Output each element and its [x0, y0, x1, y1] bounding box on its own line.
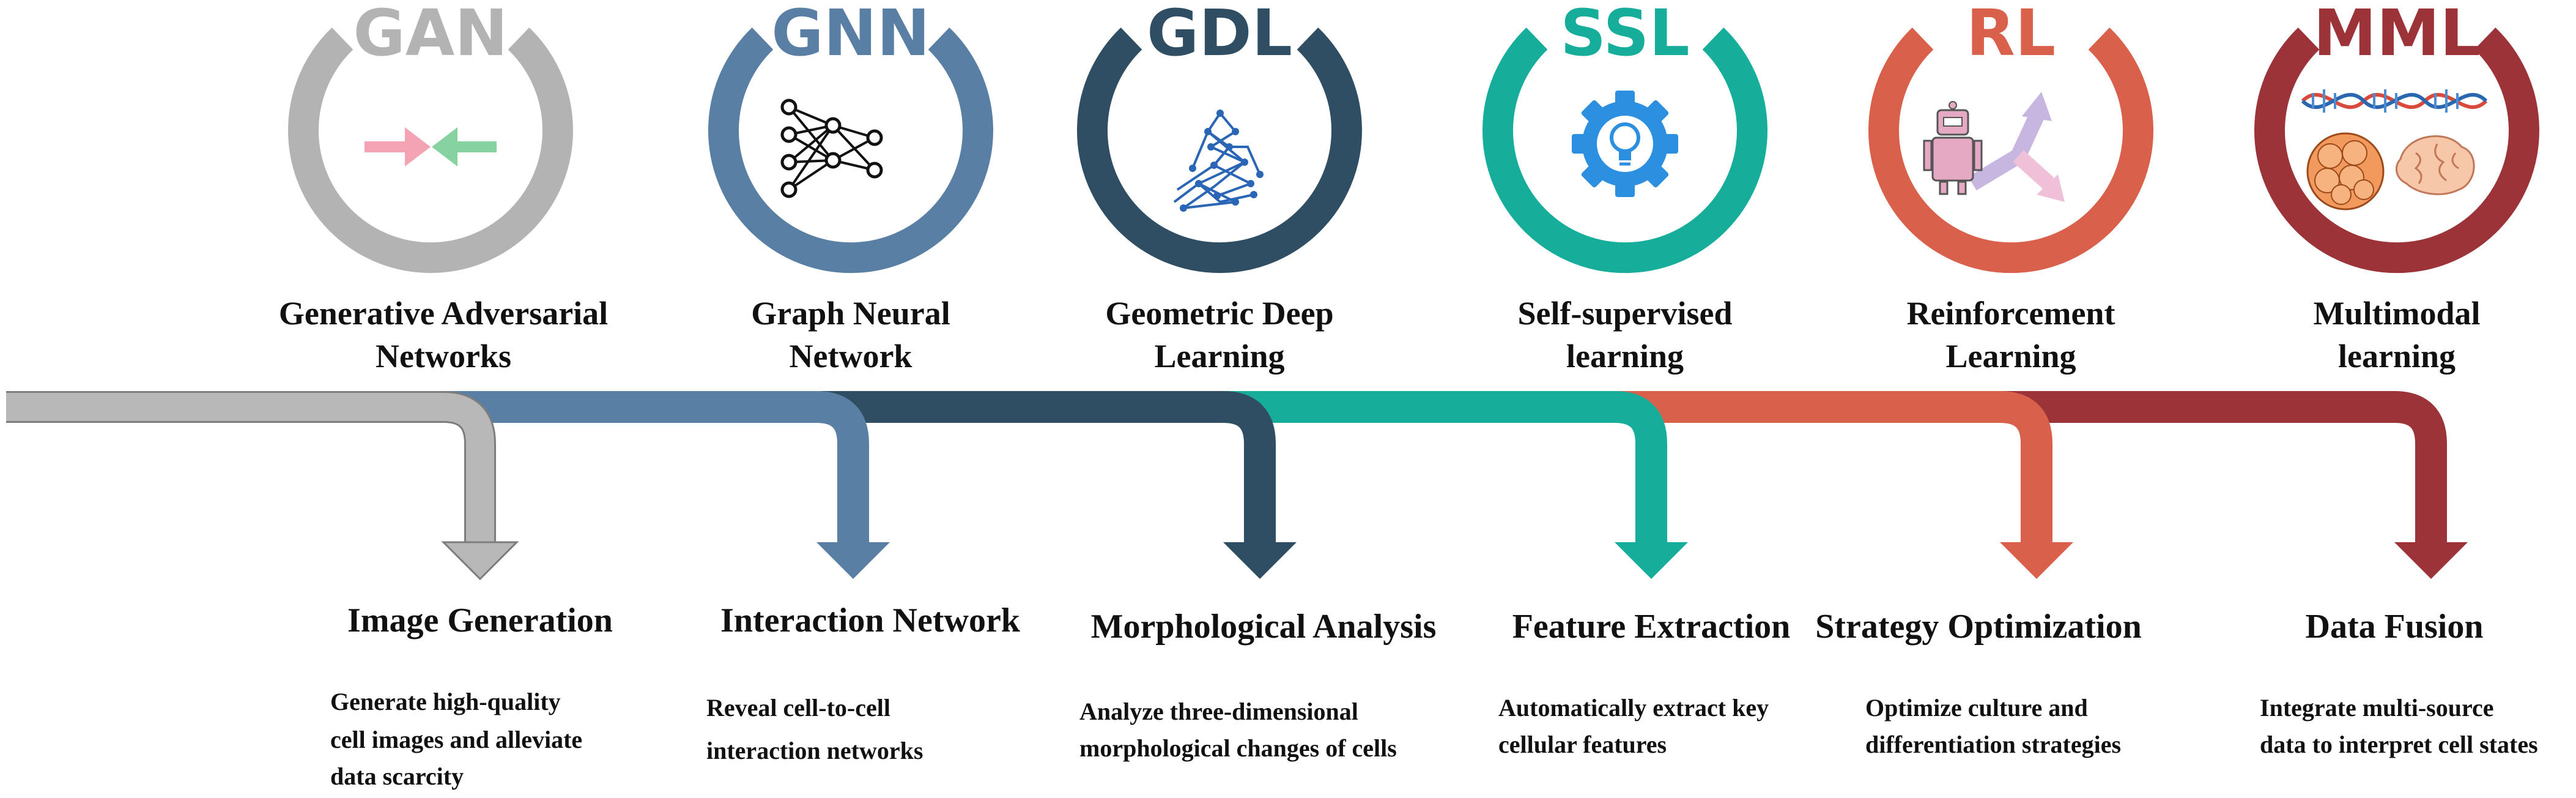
desc-line: Analyze three-dimensional — [1079, 698, 1358, 725]
band-segment-ssl — [1217, 391, 1688, 579]
mesh-graph-icon — [1173, 110, 1264, 212]
title-line: learning — [1566, 338, 1684, 375]
neural-network-icon — [780, 99, 883, 198]
heading-interaction-network: Interaction Network — [720, 602, 1021, 640]
desc-line: differentiation strategies — [1865, 731, 2121, 758]
desc-line: cellular features — [1498, 731, 1667, 758]
desc-line: Optimize culture and — [1865, 694, 2088, 722]
ring-rl: RL — [1868, 0, 2153, 274]
desc-mml: Integrate multi-source data to interpret… — [2260, 694, 2538, 758]
title-line: Multimodal — [2313, 295, 2480, 332]
ring-abbr: SSL — [1560, 0, 1689, 70]
ring-abbr: GAN — [353, 0, 508, 70]
title-line: Self-supervised — [1518, 295, 1733, 332]
ring-title-gdl: Geometric Deep Learning — [1105, 295, 1333, 375]
timeline-band — [6, 391, 2468, 581]
band-segment-gan — [6, 391, 519, 581]
gear-lightbulb-icon — [1572, 91, 1678, 197]
desc-line: Generate high-quality — [330, 688, 561, 715]
title-line: learning — [2338, 338, 2456, 375]
ring-abbr: GNN — [771, 0, 930, 70]
desc-ssl: Automatically extract key cellular featu… — [1498, 694, 1769, 758]
robot-branch-icon — [1923, 92, 2065, 202]
ring-title-gnn: Graph Neural Network — [751, 295, 950, 375]
desc-line: data to interpret cell states — [2260, 731, 2538, 758]
ring-mml: MML — [2254, 0, 2539, 274]
ring-title-rl: Reinforcement Learning — [1907, 295, 2115, 375]
dna-cell-brain-icon — [2301, 89, 2488, 211]
heading-morphological-analysis: Morphological Analysis — [1091, 608, 1437, 646]
title-line: Geometric Deep — [1105, 295, 1333, 332]
desc-line: Integrate multi-source — [2260, 694, 2494, 722]
ring-abbr: RL — [1966, 0, 2056, 70]
ring-gan: GAN — [288, 0, 573, 274]
title-line: Learning — [1154, 338, 1284, 375]
ring-title-mml: Multimodal learning — [2313, 295, 2480, 375]
desc-line: interaction networks — [706, 737, 923, 764]
ring-abbr: MML — [2313, 0, 2480, 70]
desc-line: Reveal cell-to-cell — [706, 694, 890, 722]
title-line: Learning — [1945, 338, 2076, 375]
heading-data-fusion: Data Fusion — [2306, 608, 2484, 646]
desc-line: morphological changes of cells — [1079, 734, 1397, 762]
band-segment-gnn — [428, 391, 890, 579]
desc-line: data scarcity — [330, 763, 464, 790]
band-segment-gdl — [820, 391, 1297, 579]
title-line: Networks — [376, 338, 511, 375]
ring-gnn: GNN — [708, 0, 993, 274]
ring-title-gan: Generative Adversarial Networks — [279, 295, 608, 375]
desc-gan: Generate high-quality cell images and al… — [330, 688, 582, 790]
ring-ssl: SSL — [1482, 0, 1767, 274]
heading-feature-extraction: Feature Extraction — [1512, 608, 1791, 646]
band-segment-mml — [1966, 391, 2468, 579]
desc-rl: Optimize culture and differentiation str… — [1865, 694, 2121, 758]
desc-gnn: Reveal cell-to-cell interaction networks — [706, 694, 923, 764]
desc-line: cell images and alleviate — [330, 726, 582, 753]
desc-line: Automatically extract key — [1498, 694, 1769, 722]
ring-abbr: GDL — [1147, 0, 1292, 70]
heading-strategy-optimization: Strategy Optimization — [1815, 608, 2141, 646]
title-line: Generative Adversarial — [279, 295, 608, 332]
title-line: Graph Neural — [751, 295, 950, 332]
heading-image-generation: Image Generation — [347, 602, 613, 640]
band-segment-rl — [1590, 391, 2073, 579]
title-line: Reinforcement — [1907, 295, 2115, 332]
ring-gdl: GDL — [1077, 0, 1362, 274]
title-line: Network — [790, 338, 912, 375]
desc-gdl: Analyze three-dimensional morphological … — [1079, 698, 1397, 762]
ring-title-ssl: Self-supervised learning — [1518, 295, 1733, 375]
converging-arrows-icon — [365, 127, 497, 166]
